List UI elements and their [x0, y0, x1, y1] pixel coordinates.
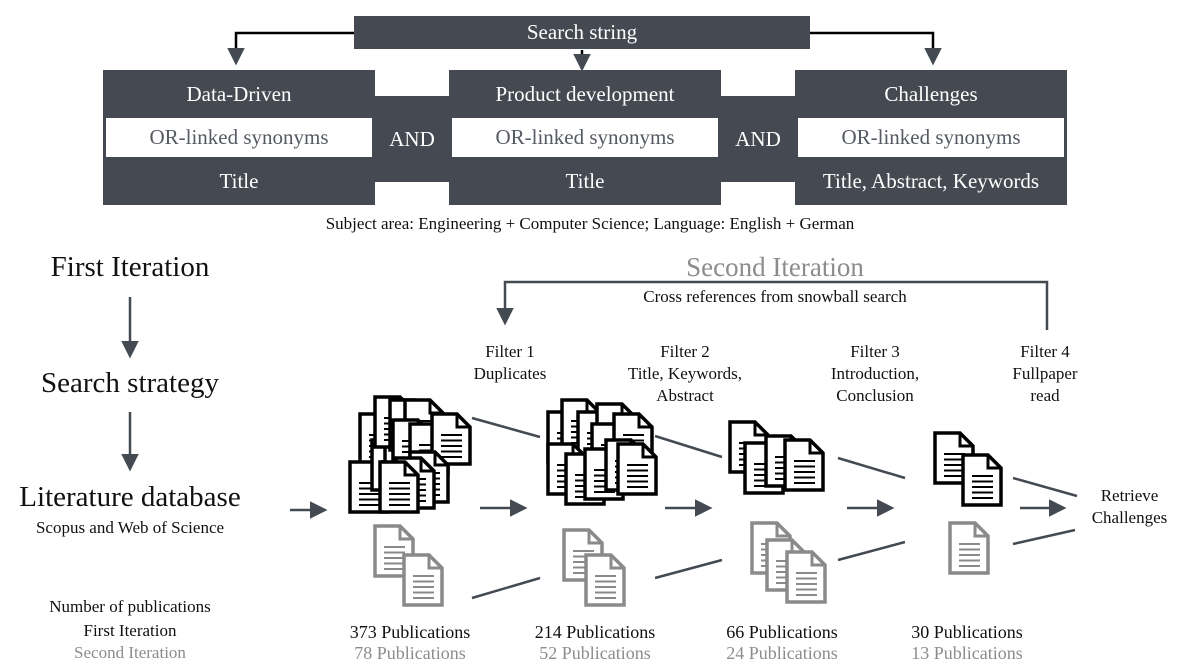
- and-label: AND: [389, 126, 435, 151]
- count-stage2-second: 52 Publications: [539, 643, 651, 663]
- search-strategy-label: Search strategy: [41, 367, 219, 399]
- search-column-product-development: Product development OR-linked synonyms T…: [449, 70, 721, 205]
- column-field-label: Title: [219, 169, 259, 193]
- document-icon: [378, 460, 420, 514]
- second-iteration-title: Second Iteration: [686, 252, 864, 282]
- document-icon-gray: [402, 553, 444, 607]
- count-stage1-second: 78 Publications: [354, 643, 466, 663]
- discard-line-3: [837, 456, 906, 480]
- column-header: Data-Driven: [103, 70, 375, 118]
- document-icon: [961, 453, 1003, 507]
- database-names-label: Scopus and Web of Science: [35, 518, 225, 537]
- column-synonyms-label: OR-linked synonyms: [841, 125, 1021, 149]
- and-connector-2: AND: [721, 96, 795, 182]
- subject-note: Subject area: Engineering + Computer Sci…: [325, 214, 855, 233]
- search-string-label: Search string: [526, 20, 638, 44]
- column-field: Title: [449, 158, 721, 205]
- discard-line-2: [654, 434, 723, 459]
- column-header: Challenges: [795, 70, 1067, 118]
- filter-name: Filter 4: [1020, 342, 1070, 361]
- merge-line-1: [471, 576, 541, 600]
- document-icon: [616, 442, 658, 496]
- column-header-label: Data-Driven: [186, 81, 292, 106]
- column-synonyms-label: OR-linked synonyms: [149, 125, 329, 149]
- filter-description: Conclusion: [836, 386, 914, 405]
- legend-first-iteration: First Iteration: [83, 621, 177, 640]
- document-icon-gray: [785, 550, 827, 604]
- filter-3: Filter 3 Introduction, Conclusion: [795, 341, 955, 407]
- count-stage1-first: 373 Publications: [349, 622, 471, 642]
- filter-4: Filter 4 Fullpaper read: [990, 341, 1100, 407]
- and-connector-1: AND: [375, 96, 449, 182]
- snowball-note: Cross references from snowball search: [643, 287, 907, 306]
- column-header-label: Product development: [495, 81, 675, 106]
- retrieve-label: Retrieve: [1100, 486, 1159, 505]
- filter-2: Filter 2 Title, Keywords, Abstract: [605, 341, 765, 407]
- filter-1: Filter 1 Duplicates: [445, 341, 575, 385]
- snowball-loop-arrow: [496, 280, 1049, 330]
- count-stage4-first: 30 Publications: [911, 622, 1023, 642]
- document-icon-gray: [584, 553, 626, 607]
- column-synonyms: OR-linked synonyms: [106, 118, 372, 157]
- discard-line-4: [1012, 476, 1078, 498]
- count-stage3-first: 66 Publications: [726, 622, 838, 642]
- literature-database-label: Literature database: [19, 481, 241, 513]
- merge-line-4: [1012, 528, 1076, 546]
- filter-name: Filter 1: [485, 342, 535, 361]
- column-field-label: Title: [565, 169, 605, 193]
- first-iteration-label: First Iteration: [50, 251, 210, 283]
- count-stage2-first: 214 Publications: [534, 622, 656, 642]
- challenges-label: Challenges: [1091, 508, 1168, 527]
- filter-description: Title, Keywords,: [627, 364, 743, 383]
- column-synonyms: OR-linked synonyms: [452, 118, 718, 157]
- legend-title: Number of publications: [49, 597, 211, 616]
- column-header: Product development: [449, 70, 721, 118]
- column-synonyms-label: OR-linked synonyms: [495, 125, 675, 149]
- filter-description: read: [1030, 386, 1060, 405]
- document-icon: [783, 438, 825, 492]
- filter-description: Fullpaper: [1012, 364, 1078, 383]
- filter-description: Introduction,: [830, 364, 920, 383]
- column-field-label: Title, Abstract, Keywords: [822, 169, 1040, 193]
- arrow-to-challenges: [810, 31, 942, 66]
- search-column-data-driven: Data-Driven OR-linked synonyms Title: [103, 70, 375, 205]
- and-label: AND: [735, 126, 781, 151]
- discard-line-1: [471, 416, 541, 439]
- merge-line-2: [654, 558, 723, 580]
- count-stage3-second: 24 Publications: [726, 643, 838, 663]
- search-string-box: Search string: [354, 16, 810, 49]
- filter-description: Abstract: [656, 386, 714, 405]
- search-column-challenges: Challenges OR-linked synonyms Title, Abs…: [795, 70, 1067, 205]
- filter-name: Filter 2: [660, 342, 710, 361]
- legend-second-iteration: Second Iteration: [74, 643, 186, 662]
- merge-line-3: [837, 540, 906, 562]
- column-header-label: Challenges: [884, 81, 978, 106]
- filter-description: Duplicates: [473, 364, 547, 383]
- arrow-to-data-driven: [227, 31, 354, 66]
- column-field: Title: [103, 158, 375, 205]
- column-field: Title, Abstract, Keywords: [795, 158, 1067, 205]
- retrieve-challenges: Retrieve Challenges: [1072, 485, 1187, 529]
- column-synonyms: OR-linked synonyms: [798, 118, 1064, 157]
- document-icon-gray: [948, 521, 990, 575]
- filter-name: Filter 3: [850, 342, 900, 361]
- count-stage4-second: 13 Publications: [911, 643, 1023, 663]
